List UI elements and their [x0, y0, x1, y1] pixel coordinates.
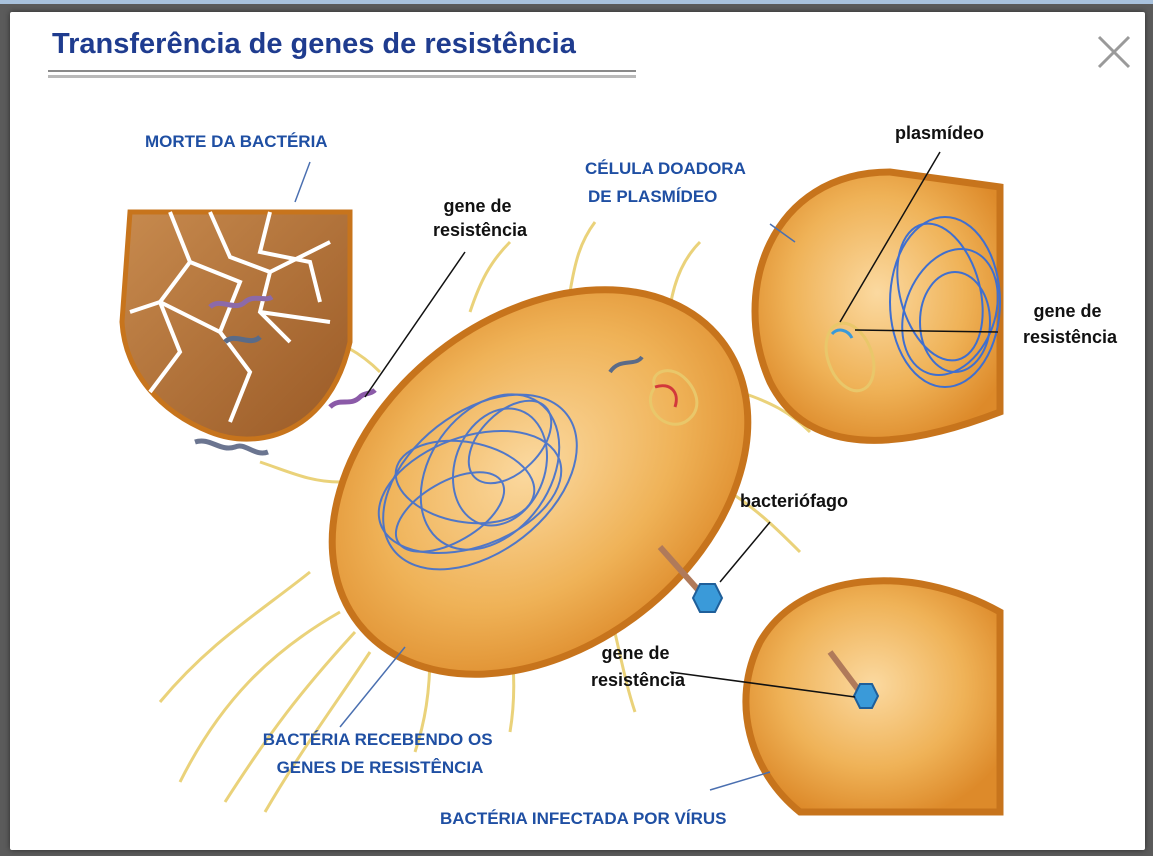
label-bacteria-infectada: BACTÉRIA INFECTADA POR VÍRUS	[440, 809, 727, 828]
label-bacteria-recebendo: BACTÉRIA RECEBENDO OS GENES DE RESISTÊNC…	[263, 730, 498, 777]
resistance-transfer-illustration: MORTE DA BACTÉRIA gene de resistência CÉ…	[10, 12, 1145, 850]
dead-bacterium	[122, 212, 350, 439]
label-gene-resistencia-3: gene de resistência	[591, 643, 686, 690]
label-bacteriofago: bacteriófago	[740, 491, 848, 511]
image-modal: Transferência de genes de resistência	[10, 12, 1145, 850]
donor-bacterium	[755, 172, 1015, 440]
label-celula-doadora: CÉLULA DOADORA DE PLASMÍDEO	[585, 159, 750, 206]
label-gene-resistencia-1: gene de resistência	[433, 196, 528, 240]
infected-bacterium	[746, 581, 1000, 812]
label-plasmideo: plasmídeo	[895, 123, 984, 143]
label-morte-da-bacteria: MORTE DA BACTÉRIA	[145, 132, 328, 151]
page-top-strip	[0, 0, 1153, 4]
label-gene-resistencia-2: gene de resistência	[1023, 301, 1118, 347]
